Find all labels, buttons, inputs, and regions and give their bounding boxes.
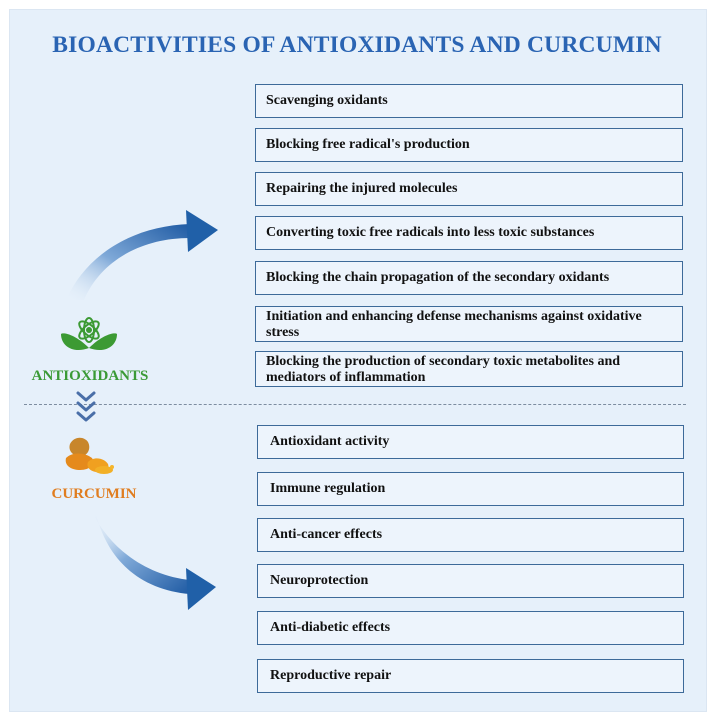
curved-arrow-icon — [92, 512, 216, 610]
antioxidants-label: ANTIOXIDANTS — [31, 368, 149, 384]
turmeric-root-icon — [65, 437, 114, 474]
antioxidant-item: Scavenging oxidants — [255, 84, 683, 118]
leaf-atom-icon — [61, 317, 117, 351]
section-divider — [24, 404, 686, 405]
curcumin-item: Anti-cancer effects — [257, 518, 684, 552]
antioxidant-item: Blocking free radical's production — [255, 128, 683, 162]
curved-arrow-icon — [66, 210, 218, 300]
curcumin-item: Neuroprotection — [257, 564, 684, 598]
curcumin-item: Anti-diabetic effects — [257, 611, 684, 645]
curcumin-item: Reproductive repair — [257, 659, 684, 693]
antioxidant-item: Blocking the production of secondary tox… — [255, 351, 683, 387]
antioxidant-item: Blocking the chain propagation of the se… — [255, 261, 683, 295]
antioxidant-item: Repairing the injured molecules — [255, 172, 683, 206]
antioxidant-item: Converting toxic free radicals into less… — [255, 216, 683, 250]
curcumin-label: CURCUMIN — [51, 486, 137, 502]
antioxidant-item: Initiation and enhancing defense mechani… — [255, 306, 683, 342]
chevron-down-icon — [76, 391, 96, 422]
curcumin-item: Immune regulation — [257, 472, 684, 506]
curcumin-item: Antioxidant activity — [257, 425, 684, 459]
diagram-title: BIOACTIVITIES OF ANTIOXIDANTS AND CURCUM… — [52, 32, 662, 58]
